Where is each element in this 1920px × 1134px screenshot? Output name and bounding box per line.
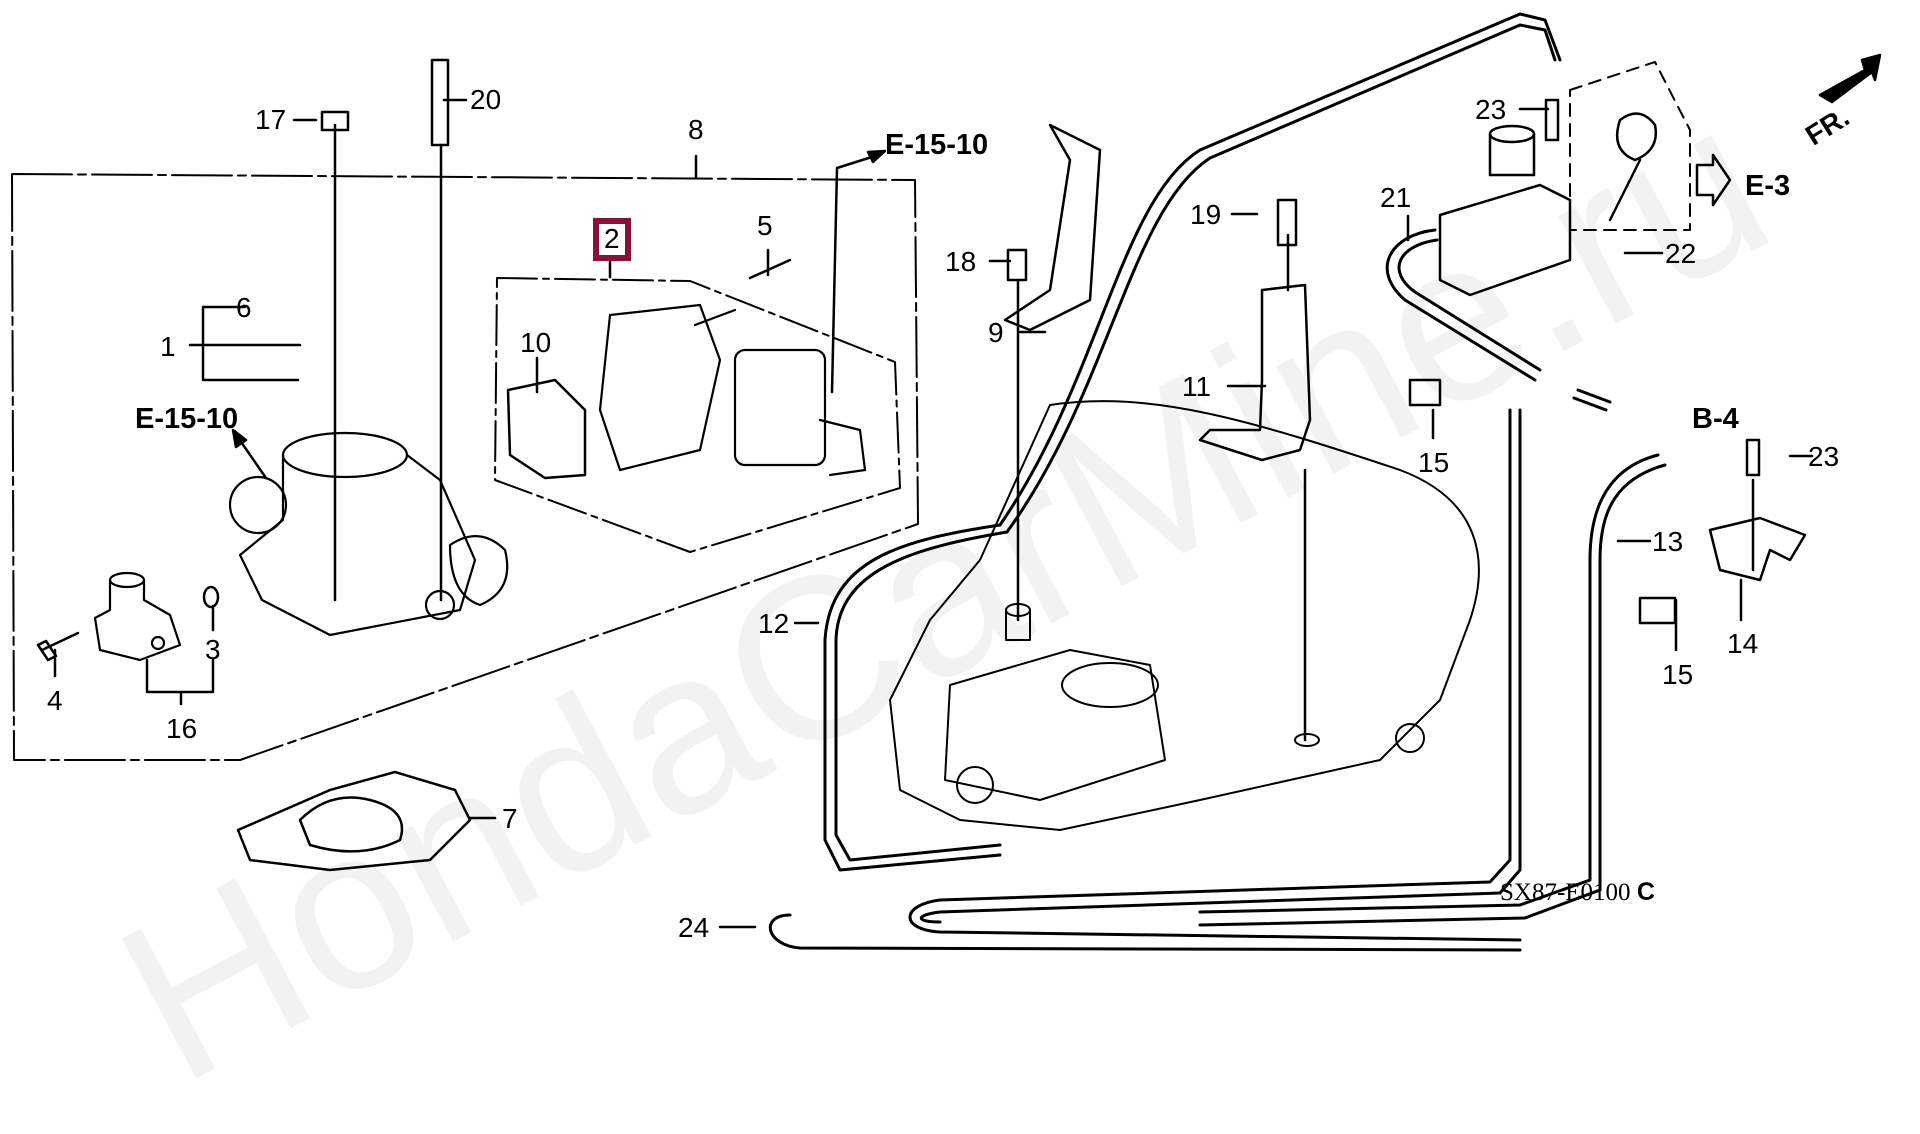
reference-e15-10-left[interactable]: E-15-10: [135, 403, 239, 435]
assembly-boundary-8: [11, 173, 919, 761]
arrow-head-top: [866, 149, 887, 164]
bolt-18: [1006, 248, 1028, 282]
parts-diagram: [11, 12, 1882, 952]
purge-solenoid-22: [1438, 124, 1572, 297]
bolt-20: [430, 58, 450, 147]
callout-15-right[interactable]: 15: [1662, 659, 1694, 690]
gasket-7: [236, 770, 472, 872]
diagram-code: SX87-E0100 C: [1500, 878, 1655, 906]
callout-8[interactable]: 8: [688, 114, 704, 145]
gasket-10: [506, 378, 587, 480]
callout-24[interactable]: 24: [678, 912, 710, 943]
reference-e3[interactable]: E-3: [1745, 170, 1791, 202]
callout-23-top[interactable]: 23: [1475, 94, 1507, 125]
callout-16[interactable]: 16: [166, 713, 198, 744]
callout-12[interactable]: 12: [758, 608, 790, 639]
subassembly-boundary-2: [494, 277, 901, 553]
callout-10[interactable]: 10: [520, 327, 552, 358]
front-direction-arrow-icon: [1818, 53, 1882, 104]
callout-15-mid[interactable]: 15: [1418, 447, 1450, 478]
callout-7[interactable]: 7: [502, 803, 518, 834]
callout-23-right[interactable]: 23: [1808, 441, 1840, 472]
callout-2: 2: [604, 223, 620, 254]
ref-arrow-e15-10-top: [830, 154, 877, 394]
clip-15b: [1638, 596, 1677, 625]
vacuum-hose-24: [768, 408, 1522, 952]
diagram-code-suffix: C: [1636, 878, 1655, 906]
callout-21[interactable]: 21: [1380, 182, 1412, 213]
bracket-14: [1708, 516, 1807, 582]
bolt-23-top: [1544, 98, 1560, 142]
callout-20[interactable]: 20: [470, 84, 502, 115]
bracket-9: [1003, 123, 1102, 332]
iacv: [598, 303, 867, 477]
clip-15a: [1408, 378, 1442, 407]
bolt-23-right: [1745, 438, 1761, 477]
callout-3[interactable]: 3: [205, 634, 221, 665]
throttle-body: [228, 431, 509, 637]
callout-22[interactable]: 22: [1665, 238, 1697, 269]
reference-b4[interactable]: B-4: [1692, 403, 1739, 435]
pressure-sensor: [1608, 112, 1658, 222]
screw-5: [748, 258, 792, 280]
callout-18[interactable]: 18: [945, 246, 977, 277]
callout-1[interactable]: 1: [160, 331, 176, 362]
callout-5[interactable]: 5: [757, 210, 773, 241]
map-sensor: [93, 571, 182, 662]
e3-boundary: [1569, 61, 1691, 231]
callout-19[interactable]: 19: [1190, 199, 1222, 230]
reference-e15-10-top[interactable]: E-15-10: [885, 129, 989, 161]
bolt-19: [1276, 198, 1298, 247]
ref-arrow-e3: [1695, 153, 1732, 207]
vacuum-hose-13: [1198, 453, 1667, 927]
callout-4[interactable]: 4: [47, 685, 63, 716]
callout-11[interactable]: 11: [1182, 371, 1212, 402]
o-ring-3: [202, 585, 220, 609]
callout-17[interactable]: 17: [255, 104, 287, 135]
bolt-4: [36, 631, 80, 662]
intake-manifold: [889, 400, 1480, 831]
diagram-code-text: SX87-E0100: [1500, 879, 1631, 906]
highlighted-part-2[interactable]: 2: [593, 218, 631, 261]
vacuum-hose-21: [1385, 228, 1612, 412]
callout-14[interactable]: 14: [1727, 628, 1759, 659]
callout-13[interactable]: 13: [1652, 526, 1684, 557]
vacuum-hose-12: [823, 12, 1562, 872]
nut-17: [320, 110, 350, 132]
callout-9[interactable]: 9: [988, 317, 1004, 348]
bracket-11: [1198, 283, 1312, 462]
callout-6[interactable]: 6: [236, 292, 252, 323]
